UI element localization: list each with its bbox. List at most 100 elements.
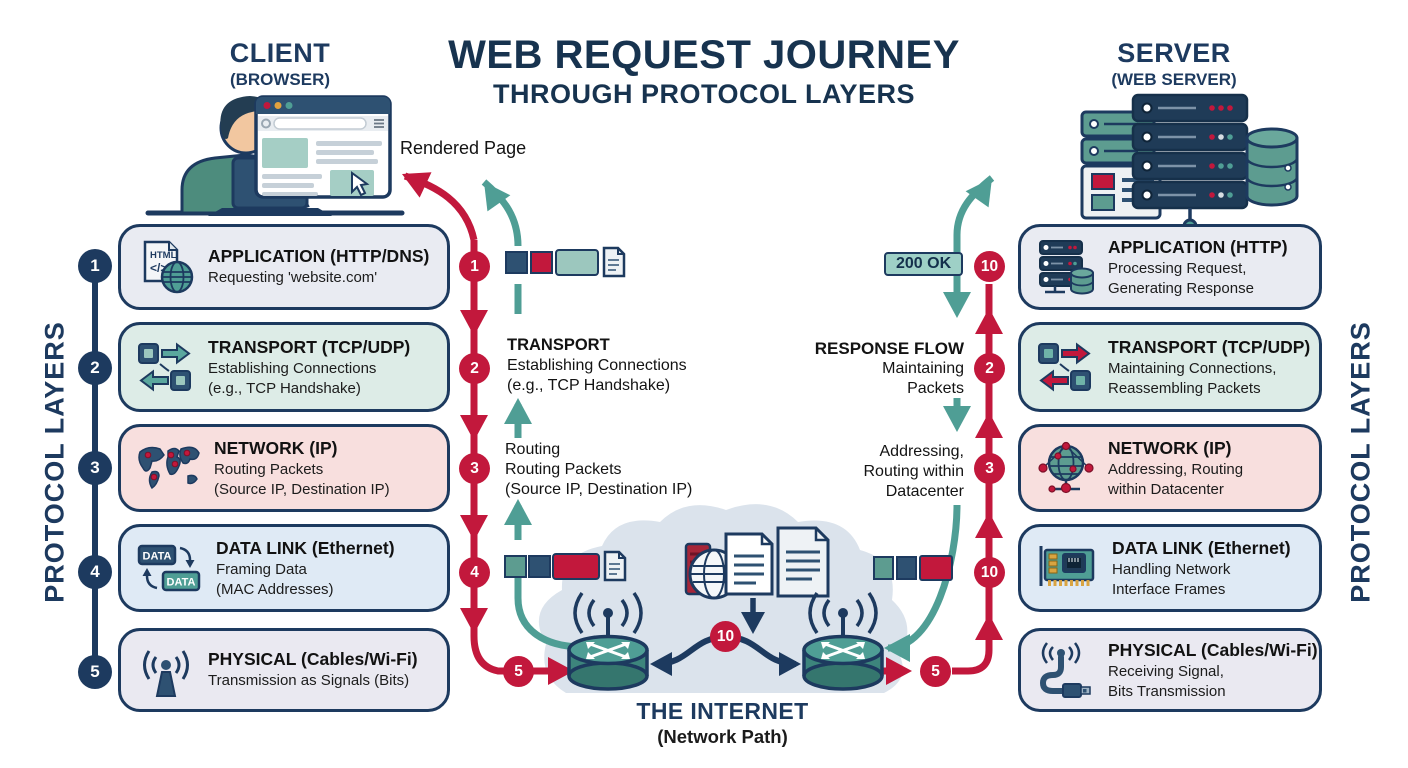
packet-row-request-top-icon <box>505 246 626 278</box>
layer-title: NETWORK (IP) <box>214 437 338 458</box>
packet-row-request-bottom-icon <box>504 550 627 582</box>
transport-note-title: TRANSPORT <box>507 336 610 354</box>
internet-hop-marker: 10 <box>710 621 741 652</box>
browser-url-bar <box>273 117 367 130</box>
layer-desc: Maintaining Connections, <box>1108 359 1277 377</box>
layer-desc: (MAC Addresses) <box>216 580 334 598</box>
request-step-4-marker: 4 <box>459 557 490 588</box>
layer-rail-marker-2: 2 <box>78 351 112 385</box>
router-right-icon <box>802 591 884 691</box>
antenna-icon <box>143 650 189 697</box>
addressing-note-line: Addressing, <box>879 443 965 460</box>
addressing-note: Addressing, Routing within Datacenter <box>864 442 965 502</box>
layer-title: TRANSPORT (TCP/UDP) <box>1108 336 1311 357</box>
world-map-icon <box>138 446 200 490</box>
routing-note-line: Routing Packets <box>505 461 622 478</box>
request-path-client-arrowheads <box>402 172 574 685</box>
layer-rail-marker-5: 5 <box>78 655 112 689</box>
request-step-5-marker: 5 <box>503 656 534 687</box>
server-subtitle: (WEB SERVER) <box>1111 70 1237 89</box>
rendered-page-label: Rendered Page <box>400 138 527 158</box>
browser-search-icon <box>261 118 271 129</box>
layer-desc: Framing Data <box>216 560 307 578</box>
layer-desc: Requesting 'website.com' <box>208 268 378 286</box>
status-200-badge: 200 OK <box>884 252 964 276</box>
response-path-client-arrowheads <box>484 182 532 525</box>
layer-desc: Generating Response <box>1108 279 1254 297</box>
data-frames-icon: DATA DATA <box>137 544 201 592</box>
layer-desc: Transmission as Signals (Bits) <box>208 671 410 689</box>
browser-window <box>254 95 392 199</box>
internet-subtitle: (Network Path) <box>657 726 788 747</box>
layer-title: NETWORK (IP) <box>1108 437 1232 458</box>
layer-rail-marker-3: 3 <box>78 451 112 485</box>
cursor-icon <box>351 171 370 197</box>
routing-note: Routing Routing Packets (Source IP, Dest… <box>505 440 692 500</box>
layer-desc: Interface Frames <box>1112 580 1226 598</box>
layer-title: DATA LINK (Ethernet) <box>216 537 395 558</box>
routing-note-line: Routing <box>505 441 561 458</box>
layer-desc: Reassembling Packets <box>1108 379 1261 397</box>
internet-label: THE INTERNET (Network Path) <box>590 698 855 748</box>
request-path-server-arrowheads <box>886 308 1003 685</box>
protocol-layers-label-right: PROTOCOL LAYERS <box>1345 321 1376 603</box>
layer-title: PHYSICAL (Cables/Wi-Fi) <box>1108 639 1318 660</box>
addressing-note-line: Datacenter <box>885 483 964 500</box>
layer-title: APPLICATION (HTTP/DNS) <box>208 245 430 266</box>
response-flow-note: RESPONSE FLOW Maintaining Packets <box>815 338 964 399</box>
layer-rail-marker-4: 4 <box>78 555 112 589</box>
layer-desc: Bits Transmission <box>1108 682 1226 700</box>
svg-text:DATA: DATA <box>143 551 172 563</box>
request-step-1-marker: 1 <box>459 251 490 282</box>
server-layer-datalink: DATA LINK (Ethernet) Handling Network In… <box>1018 524 1322 612</box>
server-illustration <box>1080 93 1299 234</box>
server-layer-network: NETWORK (IP) Addressing, Routing within … <box>1018 424 1322 512</box>
response-flow-note-line: Maintaining <box>882 360 964 378</box>
response-step-10-marker-mid: 10 <box>974 557 1005 588</box>
client-illustration <box>145 95 405 216</box>
server-layer-application: APPLICATION (HTTP) Processing Request, G… <box>1018 224 1322 310</box>
browser-dot-yellow <box>274 102 282 109</box>
server-title: SERVER <box>1117 38 1231 68</box>
client-layer-datalink: DATA DATA DATA LINK (Ethernet) Framing D… <box>118 524 450 612</box>
browser-dot-green <box>285 102 293 109</box>
packet-row-response-icon <box>873 555 953 581</box>
request-step-3-marker: 3 <box>459 453 490 484</box>
layer-desc: (Source IP, Destination IP) <box>214 480 390 498</box>
layer-title: PHYSICAL (Cables/Wi-Fi) <box>208 648 418 669</box>
layer-title: TRANSPORT (TCP/UDP) <box>208 336 411 357</box>
internet-title: THE INTERNET <box>636 698 809 724</box>
server-db-icon <box>1039 240 1094 295</box>
client-layer-physical: PHYSICAL (Cables/Wi-Fi) Transmission as … <box>118 628 450 712</box>
transport-note: TRANSPORT Establishing Connections (e.g.… <box>507 335 687 396</box>
page-title-line2: THROUGH PROTOCOL LAYERS <box>492 79 916 109</box>
layer-desc: Processing Request, <box>1108 259 1247 277</box>
layer-desc: Routing Packets <box>214 460 324 478</box>
layer-desc: Addressing, Routing <box>1108 460 1244 478</box>
protocol-layers-label-left: PROTOCOL LAYERS <box>39 321 70 603</box>
page-title: WEB REQUEST JOURNEY THROUGH PROTOCOL LAY… <box>404 34 1004 110</box>
transport-note-line: Establishing Connections <box>507 356 687 374</box>
cable-plug-icon <box>1039 642 1091 698</box>
layer-rail-marker-1: 1 <box>78 249 112 283</box>
response-flow-note-title: RESPONSE FLOW <box>814 339 964 358</box>
layer-title: APPLICATION (HTTP) <box>1108 236 1288 257</box>
server-layer-transport: TRANSPORT (TCP/UDP) Maintaining Connecti… <box>1018 322 1322 412</box>
client-title: CLIENT <box>229 38 331 68</box>
server-heading: SERVER (WEB SERVER) <box>1064 38 1284 90</box>
svg-text:DATA: DATA <box>167 577 196 589</box>
layer-title: DATA LINK (Ethernet) <box>1112 537 1291 558</box>
layer-desc: within Datacenter <box>1108 480 1224 498</box>
server-rack <box>1131 93 1249 210</box>
client-subtitle: (BROWSER) <box>229 70 331 89</box>
browser-dot-red <box>263 102 271 109</box>
addressing-note-line: Routing within <box>863 463 965 480</box>
client-layer-network: NETWORK (IP) Routing Packets (Source IP,… <box>118 424 450 512</box>
request-step-2-marker: 2 <box>459 353 490 384</box>
response-step-2-marker: 2 <box>974 353 1005 384</box>
datacenter-docs-icon <box>684 526 830 634</box>
browser-menu-icon <box>374 119 384 128</box>
routing-note-line: (Source IP, Destination IP) <box>505 481 693 498</box>
response-flow-note-line: Packets <box>907 380 964 398</box>
response-step-3-marker: 3 <box>974 453 1005 484</box>
